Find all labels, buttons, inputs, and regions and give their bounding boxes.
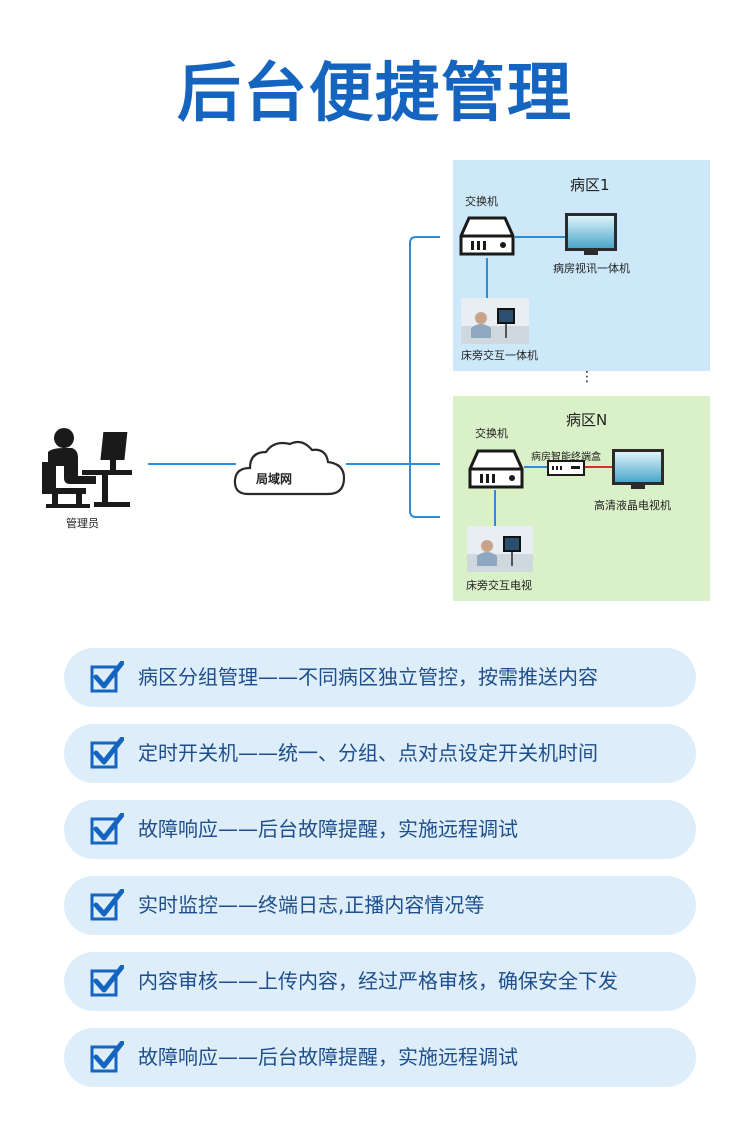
- ward-n-switch-label: 交换机: [475, 427, 508, 440]
- ward-1-bedside-label: 床旁交互一体机: [461, 349, 538, 362]
- feature-text: 内容审核——上传内容，经过严格审核，确保安全下发: [138, 969, 618, 993]
- checkbox-icon: [90, 661, 124, 693]
- admin-label: 管理员: [66, 517, 99, 530]
- admin-icon: [42, 428, 132, 508]
- feature-list: 病区分组管理——不同病区独立管控，按需推送内容 定时开关机——统一、分组、点对点…: [64, 648, 696, 1104]
- ward-n-set-top-box-icon: [547, 460, 585, 476]
- feature-text: 病区分组管理——不同病区独立管控，按需推送内容: [138, 665, 598, 689]
- feature-text: 故障响应——后台故障提醒，实施远程调试: [138, 1045, 518, 1069]
- feature-item: 故障响应——后台故障提醒，实施远程调试: [64, 800, 696, 859]
- ward-n-tv-icon: [612, 449, 664, 489]
- page-title: 后台便捷管理: [177, 57, 573, 131]
- ward-1-title: 病区1: [570, 176, 610, 194]
- feature-text: 故障响应——后台故障提醒，实施远程调试: [138, 817, 518, 841]
- checkbox-icon: [90, 737, 124, 769]
- ward-n-bedside-terminal-image: [467, 526, 533, 572]
- feature-item: 实时监控——终端日志,正播内容情况等: [64, 876, 696, 935]
- backbone-bracket: [409, 236, 440, 518]
- feature-item: 定时开关机——统一、分组、点对点设定开关机时间: [64, 724, 696, 783]
- ward-n-switch-icon: [468, 449, 524, 489]
- checkbox-icon: [90, 1041, 124, 1073]
- checkbox-icon: [90, 889, 124, 921]
- network-label: 局域网: [256, 472, 293, 486]
- ward-1-switch-icon: [459, 216, 515, 256]
- ward-1-monitor-label: 病房视讯一体机: [553, 262, 630, 275]
- ward-1-bedside-terminal-image: [461, 298, 529, 344]
- feature-text: 定时开关机——统一、分组、点对点设定开关机时间: [138, 741, 598, 765]
- ellipsis: ⋮: [580, 369, 594, 385]
- ward-n-title: 病区N: [566, 411, 608, 429]
- checkbox-icon: [90, 965, 124, 997]
- cloud-icon: [233, 440, 346, 496]
- feature-item: 病区分组管理——不同病区独立管控，按需推送内容: [64, 648, 696, 707]
- ward-1-switch-label: 交换机: [465, 195, 498, 208]
- ward-n-tv-label: 高清液晶电视机: [594, 499, 671, 512]
- ward-n-bedside-label: 床旁交互电视: [466, 579, 532, 592]
- feature-item: 内容审核——上传内容，经过严格审核，确保安全下发: [64, 952, 696, 1011]
- feature-text: 实时监控——终端日志,正播内容情况等: [138, 893, 485, 917]
- ward-1-monitor-icon: [565, 213, 617, 255]
- checkbox-icon: [90, 813, 124, 845]
- feature-item: 故障响应——后台故障提醒，实施远程调试: [64, 1028, 696, 1087]
- ward-n-stb-label: 病房智能终端盒: [531, 452, 601, 463]
